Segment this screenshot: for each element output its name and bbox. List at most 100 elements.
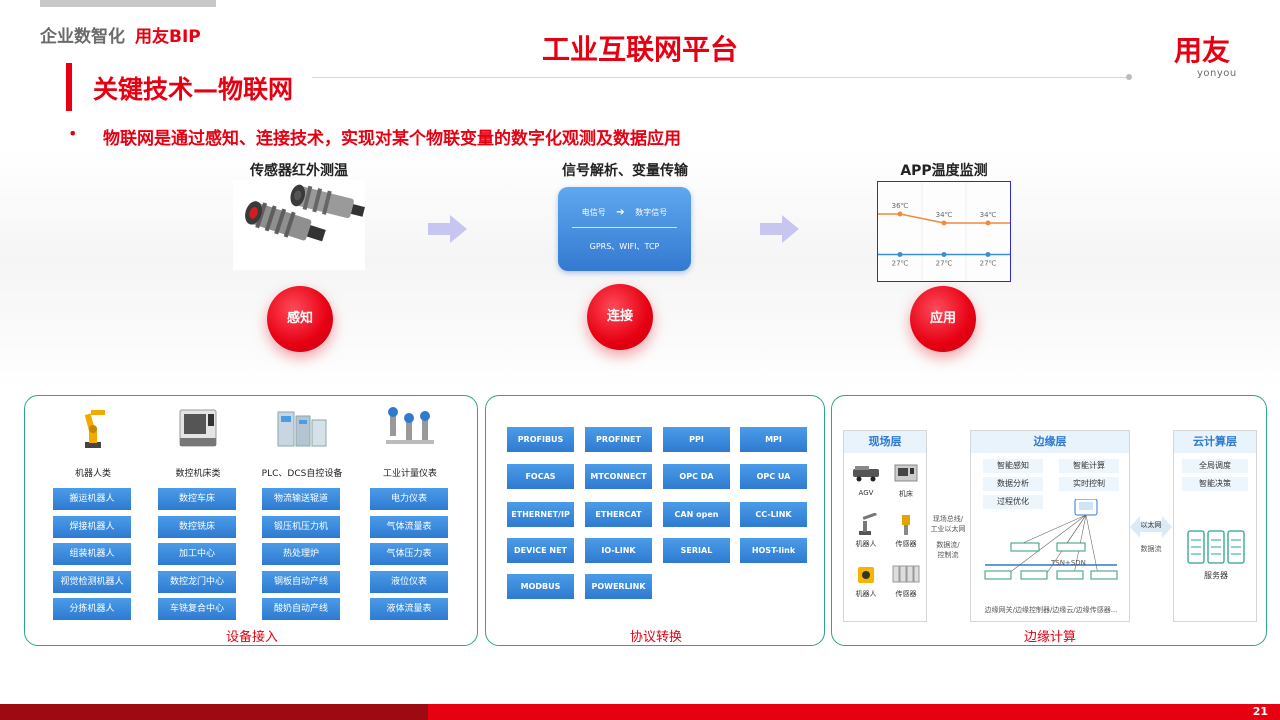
device-category-label: PLC、DCS自控设备 <box>261 469 343 479</box>
device-item-button[interactable]: 数控龙门中心 <box>158 570 236 593</box>
edge-computing-caption: 边缘计算 <box>1023 630 1076 645</box>
edge-layer-footer: 边缘网关/边缘控制器/边缘云/边缘传感器... <box>984 606 1118 614</box>
yonyou-logo-sub: yonyou <box>1197 68 1237 79</box>
device-item-button[interactable]: 钢板自动产线 <box>262 570 340 593</box>
edge-function-tag: 智能计算 <box>1059 459 1119 473</box>
signal-from: 电信号 <box>581 208 606 217</box>
server-label: 服务器 <box>1204 571 1228 580</box>
yonyou-logo: 用友 <box>1174 34 1231 67</box>
device-item-button[interactable]: 搬运机器人 <box>53 488 131 510</box>
lower-temp-point <box>941 252 947 257</box>
page-number: 21 <box>1252 705 1268 718</box>
device-item-button[interactable]: 酸奶自动产线 <box>262 598 340 620</box>
field-device-label: AGV <box>858 489 874 497</box>
server-icon <box>1187 530 1245 564</box>
field-link-line3: 数据流/ <box>936 541 960 549</box>
field-device-label: 机床 <box>899 490 913 498</box>
upper-temp-point <box>985 220 991 226</box>
field-link: 现场总线/ 工业以太网 数据流/ 控制流 <box>927 514 969 574</box>
cnc-machine-icon-svg <box>179 409 217 447</box>
robot-arm-icon <box>848 512 884 537</box>
ethernet-arrow-icon <box>1130 516 1172 538</box>
device-item-button[interactable]: 液体流量表 <box>370 598 448 620</box>
industrial-robot-icon <box>65 406 121 452</box>
device-item-button[interactable]: 组装机器人 <box>53 543 131 565</box>
upper-temp-point <box>897 211 903 217</box>
footer-bar-red <box>428 704 1280 720</box>
signal-to: 数字信号 <box>635 208 668 217</box>
edge-layer-box: 边缘层 智能感知智能计算数据分析实时控制过程优化 TSN+SDN 边缘网关/边缘… <box>970 430 1130 622</box>
device-item-button[interactable]: 车铣复合中心 <box>158 598 236 620</box>
field-device-label: 机器人 <box>855 540 877 548</box>
protocol-button[interactable]: CAN open <box>663 502 730 527</box>
lower-temp-point <box>897 252 903 257</box>
protocol-button[interactable]: PROFIBUS <box>507 427 574 452</box>
device-item-button[interactable]: 气体压力表 <box>370 543 448 565</box>
field-device-label: 传感器 <box>895 540 917 548</box>
top-accent-bar <box>40 0 216 7</box>
protocol-button[interactable]: ETHERCAT <box>585 502 652 527</box>
protocol-button[interactable]: MTCONNECT <box>585 464 652 489</box>
flow-arrow-1-icon <box>428 215 467 243</box>
edge-network-diagram-icon <box>984 499 1118 580</box>
device-item-button[interactable]: 热处理炉 <box>262 543 340 565</box>
device-item-button[interactable]: 视觉检测机器人 <box>53 570 131 593</box>
edge-network-label: TSN+SDN <box>1051 559 1086 567</box>
device-item-button[interactable]: 加工中心 <box>158 543 236 565</box>
cloud-function-tag: 全局调度 <box>1182 459 1248 473</box>
field-device-label: 传感器 <box>895 590 917 598</box>
protocol-button[interactable]: FOCAS <box>507 464 574 489</box>
yellow-robot-icon <box>848 563 884 587</box>
device-item-button[interactable]: 锻压机压力机 <box>262 515 340 538</box>
section-title: 关键技术—物联网 <box>93 75 294 104</box>
field-device-label: 机器人 <box>855 590 877 598</box>
protocol-button[interactable]: DEVICE NET <box>507 538 574 563</box>
signal-divider <box>572 227 677 228</box>
infrared-sensor-icon <box>245 184 365 242</box>
brand-tagline: 企业数智化用友BIP <box>40 22 201 47</box>
protocol-button[interactable]: PROFINET <box>585 427 652 452</box>
device-item-button[interactable]: 物流输送辊道 <box>262 488 340 510</box>
signal-protocols: GPRS、WIFI、TCP <box>589 242 660 251</box>
signal-conversion-row: 电信号 ➔ 数字信号 <box>558 207 691 218</box>
edge-function-tag: 实时控制 <box>1059 477 1119 491</box>
agv-icon <box>848 463 884 487</box>
circle-application: 应用 <box>910 286 976 352</box>
device-item-button[interactable]: 焊接机器人 <box>53 515 131 538</box>
flow-arrow-2-icon <box>760 215 799 243</box>
protocol-button[interactable]: OPC DA <box>663 464 730 489</box>
protocol-button[interactable]: OPC UA <box>740 464 807 489</box>
upper-temp-point <box>941 220 947 226</box>
device-access-panel: 机器人类搬运机器人焊接机器人组装机器人视觉检测机器人分拣机器人数控机床类数控车床… <box>24 395 478 646</box>
protocol-button[interactable]: POWERLINK <box>585 574 652 599</box>
section-divider-dot <box>1126 74 1132 80</box>
lead-statement: 物联网是通过感知、连接技术，实现对某个物联变量的数字化观测及数据应用 <box>103 129 681 149</box>
cloud-function-tag: 智能决策 <box>1182 477 1248 491</box>
page-title: 工业互联网平台 <box>541 33 738 66</box>
upper-temp-label: 36℃ <box>892 202 909 210</box>
protocol-button[interactable]: ETHERNET/IP <box>507 502 574 527</box>
edge-function-tag: 过程优化 <box>983 495 1043 509</box>
sensor-icon <box>888 513 924 537</box>
protocol-button[interactable]: CC-LINK <box>740 502 807 527</box>
protocol-button[interactable]: PPI <box>663 427 730 452</box>
protocol-button[interactable]: IO-LINK <box>585 538 652 563</box>
device-item-button[interactable]: 气体流量表 <box>370 515 448 538</box>
edge-layer-title: 边缘层 <box>971 431 1129 453</box>
chart-area <box>878 182 1010 281</box>
flow-meter-icon-svg <box>386 407 434 444</box>
ethernet-sub: 数据流 <box>1140 545 1162 553</box>
device-item-button[interactable]: 数控铣床 <box>158 515 236 538</box>
protocol-button[interactable]: HOST-link <box>740 538 807 563</box>
flow-meter-icon <box>382 406 438 452</box>
device-item-button[interactable]: 数控车床 <box>158 488 236 510</box>
device-item-button[interactable]: 电力仪表 <box>370 488 448 510</box>
protocol-button[interactable]: MODBUS <box>507 574 574 599</box>
device-item-button[interactable]: 液位仪表 <box>370 570 448 593</box>
protocol-conversion-caption: 协议转换 <box>629 630 682 645</box>
protocol-button[interactable]: SERIAL <box>663 538 730 563</box>
device-item-button[interactable]: 分拣机器人 <box>53 598 131 620</box>
protocol-button[interactable]: MPI <box>740 427 807 452</box>
protocol-conversion-panel: PROFIBUS PROFINET PPI MPI FOCAS MTCONNECT OPC … <box>485 395 825 646</box>
